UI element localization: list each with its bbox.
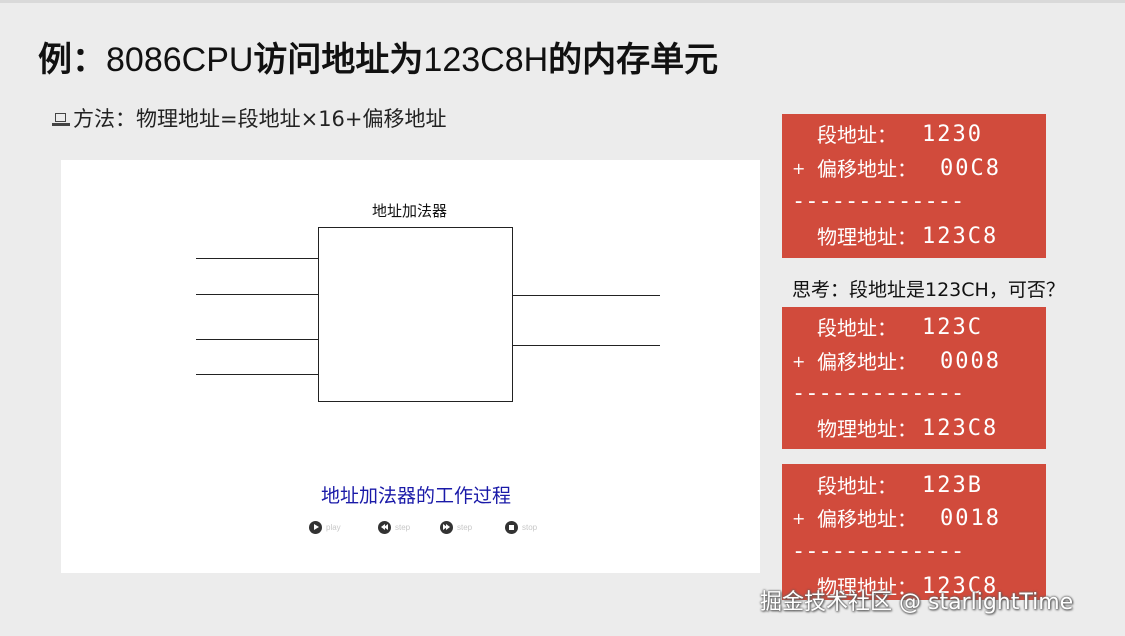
offset-value: 0008	[940, 349, 1001, 374]
top-border	[0, 0, 1125, 3]
physical-value: 123C8	[922, 416, 999, 441]
laptop-icon	[52, 113, 70, 127]
method-text: 方法：物理地址=段地址×16+偏移地址	[73, 107, 447, 131]
plus-sign: +	[792, 352, 806, 371]
diagram-caption: 地址加法器的工作过程	[321, 485, 512, 507]
step-forward-button[interactable]: step	[440, 519, 472, 535]
input-wire	[196, 374, 318, 375]
step-back-button[interactable]: step	[378, 519, 410, 535]
input-wire	[196, 339, 318, 340]
separator: -------------	[792, 381, 965, 406]
step-back-icon	[378, 520, 391, 534]
title-tail: 的内存单元	[548, 40, 719, 80]
title-prefix: 例：	[38, 40, 106, 80]
plus-sign: +	[792, 159, 806, 178]
think-question: 思考：段地址是123CH，可否？	[792, 279, 1065, 301]
title-cpu: 8086CPU	[106, 41, 254, 79]
method-line: 方法：物理地址=段地址×16+偏移地址	[52, 104, 447, 134]
output-wire	[513, 345, 660, 346]
segment-value: 123B	[922, 473, 983, 498]
calc-panel: 段地址： 123B + 偏移地址： 0018 ------------- 物理地…	[782, 464, 1046, 600]
segment-label: 段地址：	[817, 474, 897, 498]
adder-box	[318, 227, 513, 402]
segment-label: 段地址：	[817, 123, 897, 147]
physical-label: 物理地址：	[817, 225, 917, 249]
play-icon	[309, 520, 322, 534]
stop-button[interactable]: stop	[505, 519, 537, 535]
segment-value: 123C	[922, 315, 983, 340]
offset-value: 00C8	[940, 156, 1001, 181]
physical-label: 物理地址：	[817, 417, 917, 441]
offset-label: 偏移地址：	[817, 350, 917, 374]
input-wire	[196, 294, 318, 295]
output-wire	[513, 295, 660, 296]
calc-panel: 段地址： 123C + 偏移地址： 0008 ------------- 物理地…	[782, 307, 1046, 449]
segment-value: 1230	[922, 122, 983, 147]
stop-icon	[505, 520, 518, 534]
physical-label: 物理地址：	[817, 575, 917, 599]
offset-label: 偏移地址：	[817, 507, 917, 531]
title-address: 123C8H	[423, 41, 549, 79]
separator: -------------	[792, 189, 965, 214]
step-forward-icon	[440, 520, 453, 534]
title-rest: 访问地址为	[253, 40, 424, 80]
calc-panel: 段地址： 1230 + 偏移地址： 00C8 ------------- 物理地…	[782, 114, 1046, 258]
input-wire	[196, 258, 318, 259]
offset-label: 偏移地址：	[817, 157, 917, 181]
offset-value: 0018	[940, 506, 1001, 531]
physical-value: 123C8	[922, 224, 999, 249]
slide-title: 例：8086CPU访问地址为123C8H的内存单元	[38, 36, 718, 84]
watermark: 掘金技术社区 @ starlightTime	[760, 590, 1074, 615]
adder-label: 地址加法器	[372, 202, 448, 220]
physical-value: 123C8	[922, 574, 999, 599]
plus-sign: +	[792, 509, 806, 528]
play-button[interactable]: play	[309, 519, 341, 535]
segment-label: 段地址：	[817, 316, 897, 340]
separator: -------------	[792, 539, 965, 564]
